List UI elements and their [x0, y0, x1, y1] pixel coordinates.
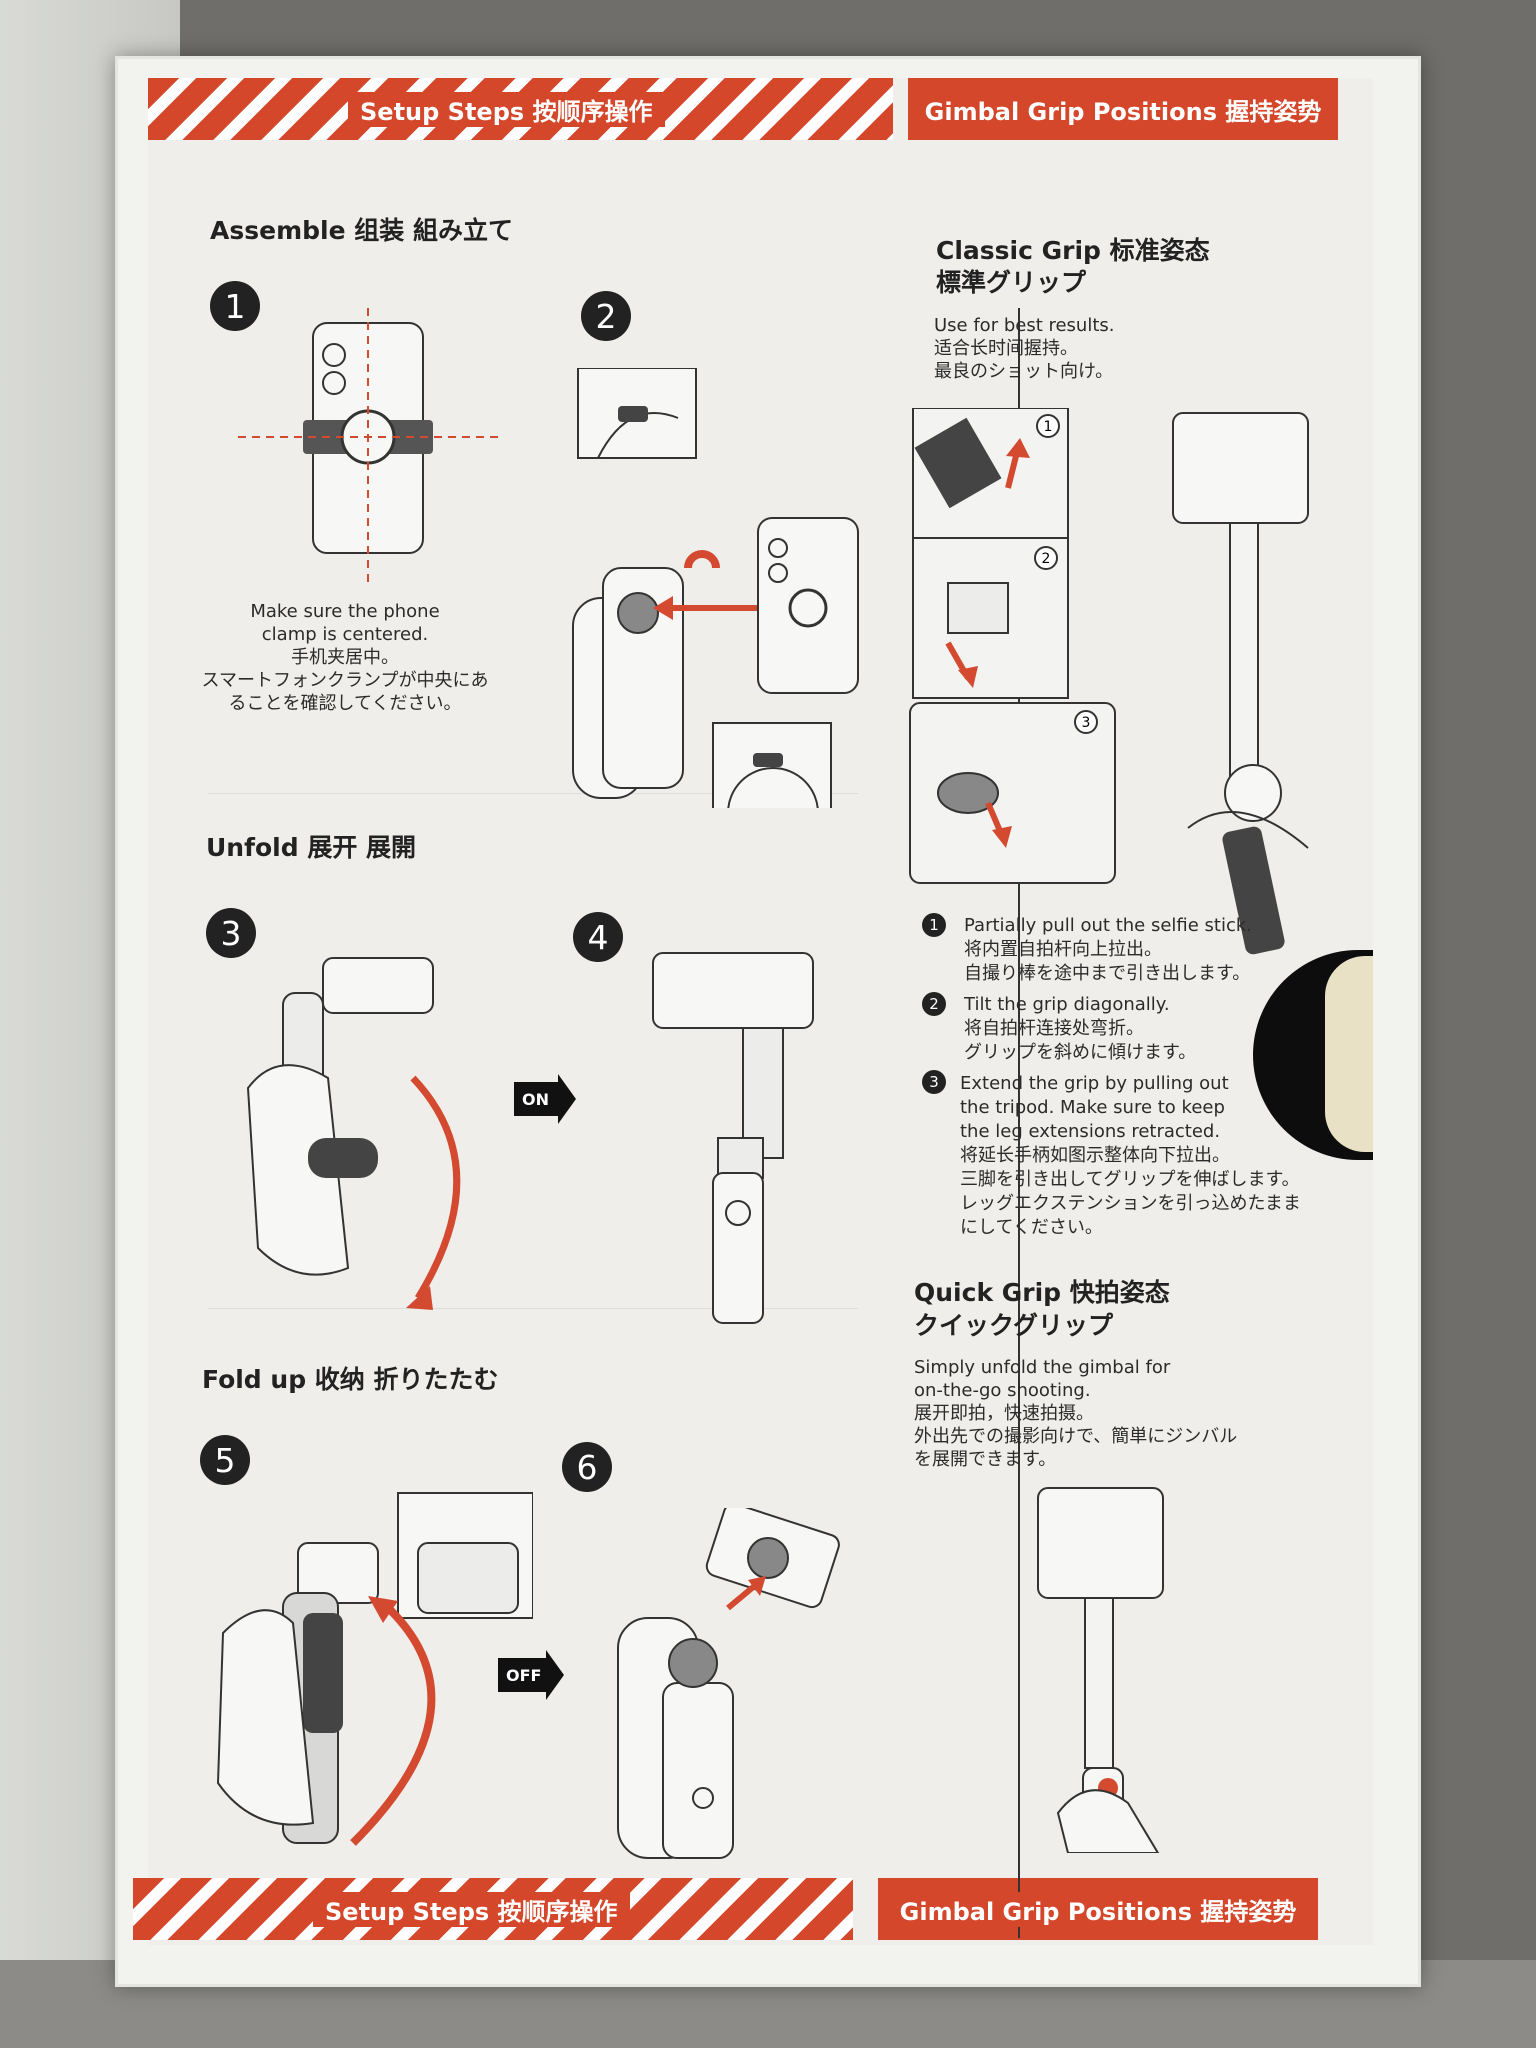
instruction-card: Setup Steps 按顺序操作 Gimbal Grip Positions …: [133, 78, 1373, 1945]
grip-positions-bottom-title: Gimbal Grip Positions 握持姿势: [887, 1891, 1309, 1927]
quick-grip-title-line2: クイックグリップ: [914, 1311, 1114, 1340]
quick-grip-title-line1: Quick Grip 快拍姿态: [914, 1278, 1170, 1307]
fold-hand-illustration: [216, 1492, 533, 1846]
section-divider-2: [208, 1308, 858, 1309]
quick-grip-illustration: [1037, 1487, 1164, 1853]
grip-positions-bottom-bar: Gimbal Grip Positions 握持姿势: [878, 1878, 1318, 1940]
phone-clamp-illustration: [238, 308, 498, 588]
off-label: OFF: [506, 1665, 542, 1685]
setup-steps-top-bar: Setup Steps 按顺序操作: [148, 78, 893, 140]
unfold-hand-illustration: [246, 957, 461, 1310]
step-badge-4: 4: [573, 912, 623, 962]
classic-diagram-num-2: 2: [1042, 551, 1051, 567]
classic-step-badge-2: 2: [922, 992, 946, 1016]
section-divider-1: [208, 793, 858, 794]
assemble-note: Make sure the phone clamp is centered. 手…: [201, 601, 489, 714]
thumb-cutout-insert: [1325, 956, 1373, 1152]
classic-step-badge-3: 3: [922, 1070, 946, 1094]
classic-grip-title-line1: Classic Grip 标准姿态: [936, 236, 1210, 265]
classic-diagram-num-1: 1: [1044, 419, 1053, 435]
step-badge-1: 1: [210, 281, 260, 331]
attach-phone-illustration: [572, 368, 859, 808]
step-badge-6: 6: [562, 1442, 612, 1492]
foldup-heading: Fold up 收纳 折りたたむ: [202, 1365, 499, 1394]
folded-gimbal-illustration: [617, 1508, 840, 1859]
quick-grip-desc: Simply unfold the gimbal for on-the-go s…: [914, 1357, 1238, 1470]
setup-steps-bottom-title: Setup Steps 按顺序操作: [313, 1891, 630, 1927]
classic-step-text-3: Extend the grip by pulling out the tripo…: [960, 1073, 1301, 1238]
classic-step-badge-1: 1: [922, 913, 946, 937]
unfolded-gimbal-illustration: [652, 952, 814, 1324]
classic-grip-illustration: 1 2 3: [909, 408, 1309, 955]
off-arrow-tag: OFF: [498, 1650, 564, 1700]
step-badge-3: 3: [206, 908, 256, 958]
setup-steps-top-title: Setup Steps 按顺序操作: [348, 91, 665, 127]
classic-diagram-num-3: 3: [1082, 715, 1091, 731]
classic-grip-desc: Use for best results. 适合长时间握持。 最良のショット向け…: [934, 315, 1115, 382]
step-badge-2: 2: [581, 291, 631, 341]
on-arrow-tag: ON: [514, 1074, 576, 1124]
classic-step-text-1: Partially pull out the selfie stick. 将内置…: [964, 915, 1253, 984]
classic-step-text-2: Tilt the grip diagonally. 将自拍杆连接处弯折。 グリッ…: [964, 994, 1197, 1063]
classic-grip-title-line2: 標準グリップ: [936, 268, 1087, 297]
unfold-heading: Unfold 展开 展開: [206, 833, 417, 862]
step-badge-5: 5: [200, 1435, 250, 1485]
on-label: ON: [522, 1089, 549, 1109]
column-divider: [1018, 308, 1020, 1938]
grip-positions-top-title: Gimbal Grip Positions 握持姿势: [912, 91, 1334, 127]
assemble-heading: Assemble 组装 組み立て: [210, 216, 513, 245]
setup-steps-bottom-bar: Setup Steps 按顺序操作: [133, 1878, 853, 1940]
grip-positions-top-bar: Gimbal Grip Positions 握持姿势: [908, 78, 1338, 140]
